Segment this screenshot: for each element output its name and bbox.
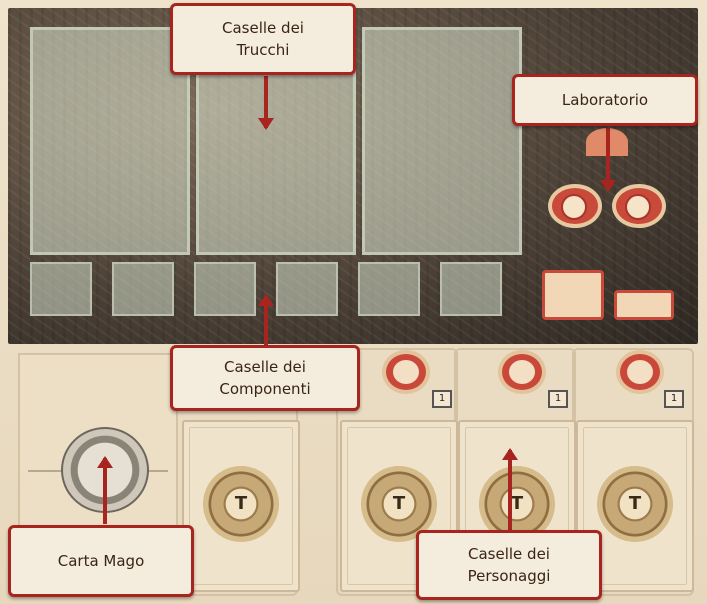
- lab-slot-right[interactable]: [612, 184, 666, 228]
- callout-character-slots: Caselle dei Personaggi: [416, 530, 602, 600]
- component-slot-4[interactable]: [276, 262, 338, 316]
- trick-slot-1[interactable]: [30, 27, 190, 255]
- callout-laboratory: Laboratorio: [512, 74, 698, 126]
- component-slot-6[interactable]: [440, 262, 502, 316]
- arrow-trick-slots: [258, 76, 274, 130]
- rosette-letter: T: [628, 493, 642, 514]
- glove-medal-icon: [498, 350, 546, 394]
- component-slot-3[interactable]: [194, 262, 256, 316]
- rosette-icon: T: [203, 466, 279, 542]
- arrow-component-slots: [258, 294, 274, 346]
- glove-medal-icon: [616, 350, 664, 394]
- lab-tile-left: [542, 270, 604, 320]
- rosette-letter: T: [234, 493, 248, 514]
- trick-slot-3[interactable]: [362, 27, 522, 255]
- rosette-letter: T: [510, 493, 524, 514]
- lab-slot-left[interactable]: [548, 184, 602, 228]
- callout-component-slots: Caselle dei Componenti: [170, 345, 360, 411]
- rosette-letter: T: [392, 493, 406, 514]
- rosette-icon: T: [361, 466, 437, 542]
- rosette-icon: T: [479, 466, 555, 542]
- callout-trick-slots: Caselle dei Trucchi: [170, 3, 356, 75]
- arrow-wizard-card: [97, 456, 113, 524]
- arrow-laboratory: [600, 128, 616, 192]
- rosette-icon: T: [597, 466, 673, 542]
- component-slot-5[interactable]: [358, 262, 420, 316]
- glove-medal-icon: [382, 350, 430, 394]
- cost-token: 1: [432, 390, 452, 408]
- cost-token: 1: [664, 390, 684, 408]
- arrow-character-slots: [502, 448, 518, 532]
- cost-token: 1: [548, 390, 568, 408]
- character-slot-1[interactable]: T: [182, 420, 300, 592]
- component-slot-2[interactable]: [112, 262, 174, 316]
- callout-wizard-card: Carta Mago: [8, 525, 194, 597]
- lab-tile-right: [614, 290, 674, 320]
- component-slot-1[interactable]: [30, 262, 92, 316]
